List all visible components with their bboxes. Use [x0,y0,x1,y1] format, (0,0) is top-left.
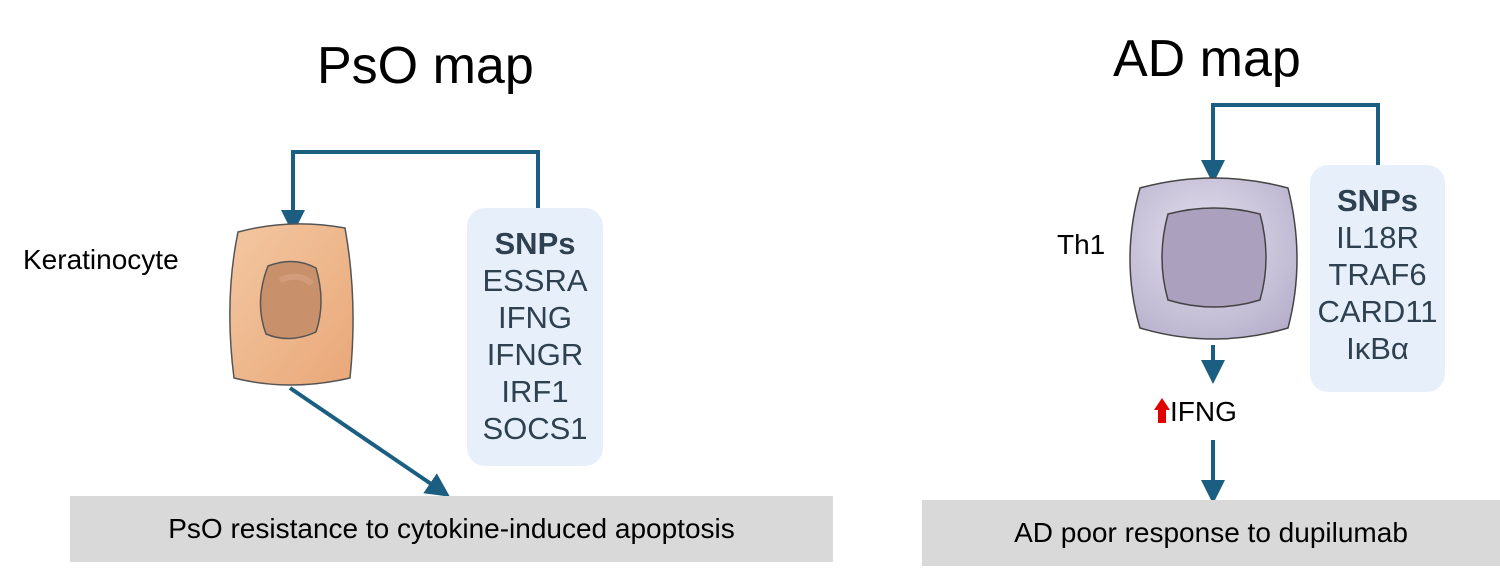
snp-item: TRAF6 [1328,257,1427,292]
pso-snp-box: SNPs ESSRA IFNG IFNGR IRF1 SOCS1 [467,208,603,466]
pso-map-title: PsO map [317,37,534,95]
snp-header: SNPs [494,226,576,261]
pso-feedback-arrow [281,150,540,234]
snp-header: SNPs [1337,183,1418,218]
up-arrow-icon [1154,398,1170,423]
ad-feedback-arrow [1201,103,1380,184]
ad-outcome-box: AD poor response to dupilumab [922,500,1500,566]
snp-item: IκBα [1346,331,1409,366]
pso-outcome-box: PsO resistance to cytokine-induced apopt… [70,496,833,562]
keratinocyte-cell [229,223,354,386]
snp-item: IRF1 [501,374,569,409]
snp-item: IFNGR [486,337,584,372]
snp-item: IL18R [1336,220,1419,255]
th1-cell [1129,177,1298,340]
snp-item: CARD11 [1317,294,1438,329]
th1-label: Th1 [1057,229,1106,260]
ifng-label: IFNG [1170,396,1237,427]
snp-item: IFNG [497,300,573,335]
ad-map-title: AD map [1113,30,1301,88]
ad-snp-box: SNPs IL18R TRAF6 CARD11 IκBα [1310,165,1445,392]
pso-outcome-arrow [288,386,450,497]
keratinocyte-label: Keratinocyte [23,244,179,275]
snp-item: SOCS1 [482,411,588,446]
snp-item: ESSRA [482,263,588,298]
